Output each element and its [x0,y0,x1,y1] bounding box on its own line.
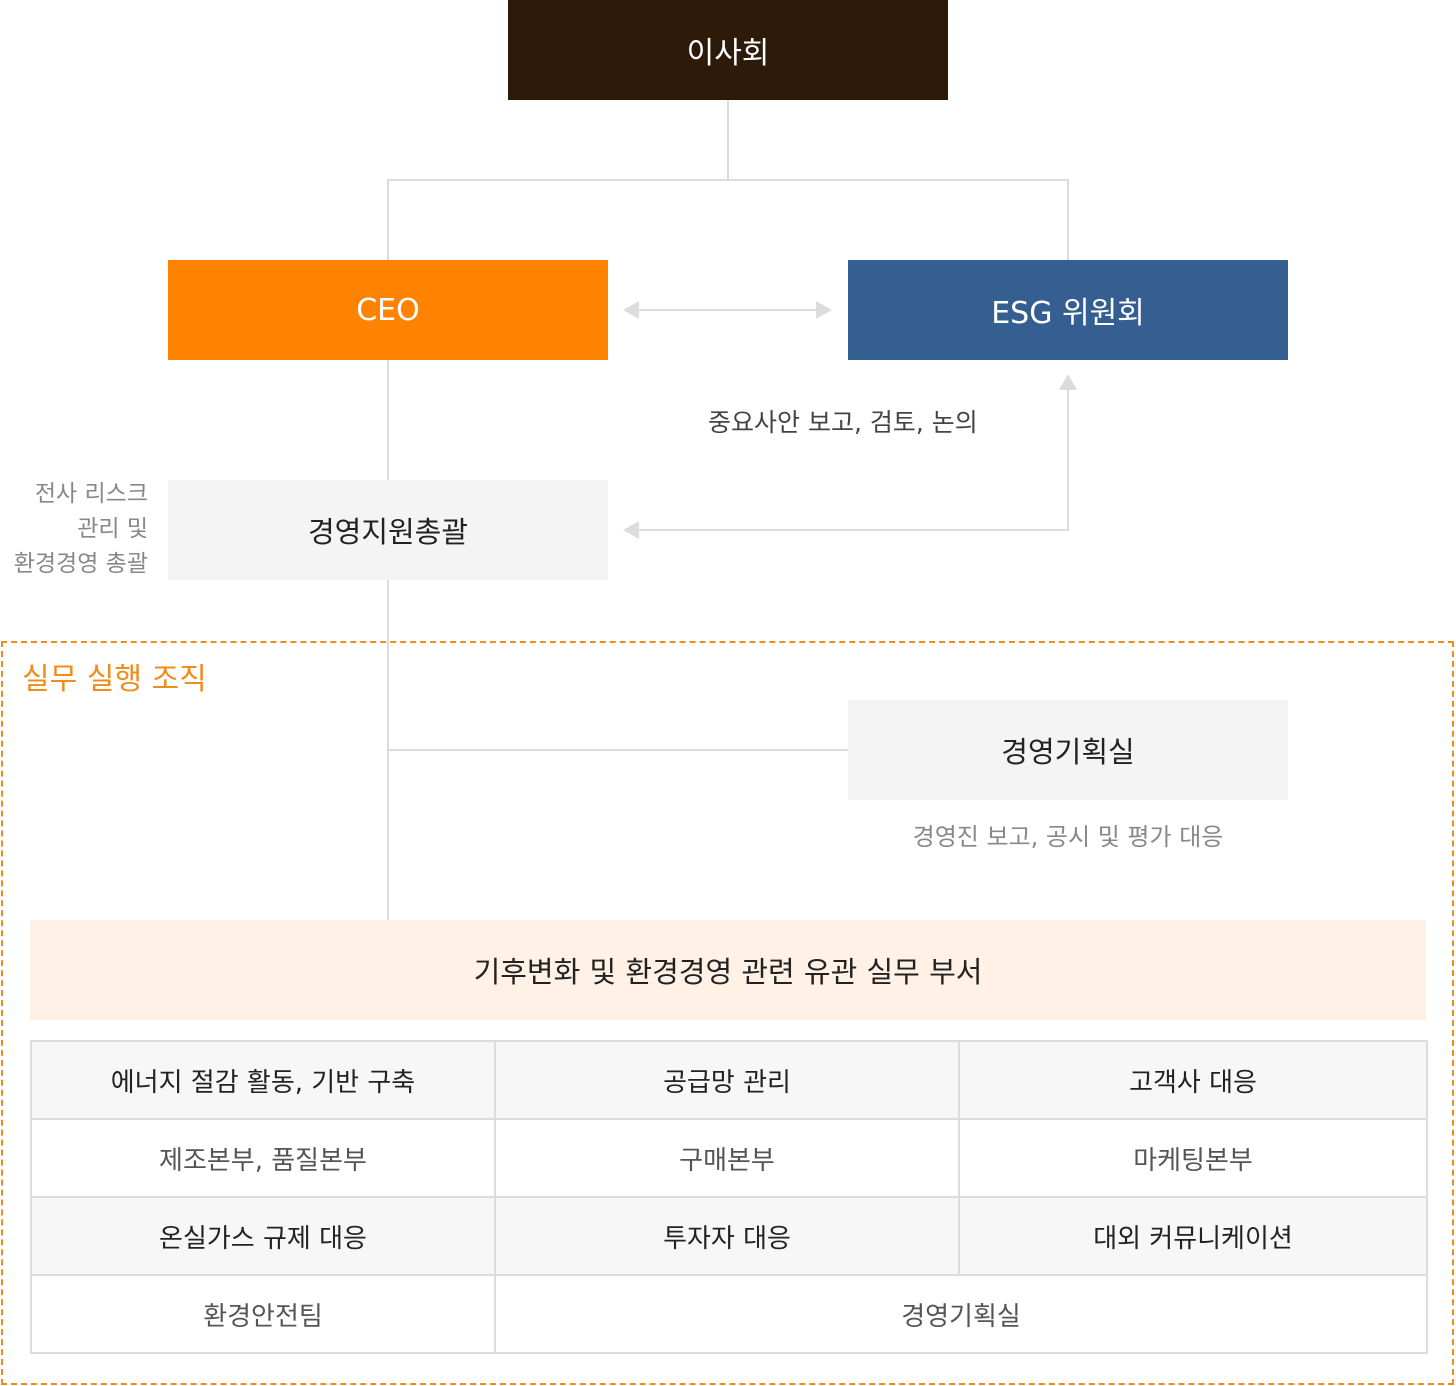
departments-table: 에너지 절감 활동, 기반 구축 공급망 관리 고객사 대응 제조본부, 품질본… [30,1040,1428,1354]
table-cell: 구매본부 [494,1118,960,1198]
esg-committee-box: ESG 위원회 [848,260,1288,360]
arrow-left-icon [623,301,639,319]
note-line: 환경경영 총괄 [13,551,148,577]
arrow-right-icon [816,301,832,319]
mgmt-support-note: 전사 리스크 관리 및 환경경영 총괄 [0,477,148,582]
table-cell: 공급망 관리 [494,1040,960,1120]
planning-office-box: 경영기획실 [848,700,1288,800]
board-branch-connector [387,179,1069,181]
table-cell: 마케팅본부 [958,1118,1428,1198]
management-support-box: 경영지원총괄 [168,480,608,580]
table-cell: 대외 커뮤니케이션 [958,1196,1428,1276]
trunk-to-planning-connector [387,749,848,751]
table-cell: 고객사 대응 [958,1040,1428,1120]
board-down-connector [727,100,729,180]
table-row: 온실가스 규제 대응 투자자 대응 대외 커뮤니케이션 [30,1196,1428,1276]
planning-office-label: 경영기획실 [1001,735,1135,769]
esg-label: ESG 위원회 [991,296,1145,331]
ceo-label: CEO [356,292,420,328]
departments-header-label: 기후변화 및 환경경영 관련 유관 실무 부서 [473,955,983,989]
mgmt-support-label: 경영지원총괄 [307,515,469,549]
table-row: 제조본부, 품질본부 구매본부 마케팅본부 [30,1118,1428,1198]
branch-to-ceo-connector [387,179,389,260]
ceo-box: CEO [168,260,608,360]
execution-org-title: 실무 실행 조직 [22,662,207,697]
board-label: 이사회 [686,36,770,71]
report-vertical-line [1067,388,1069,531]
branch-to-esg-connector [1067,179,1069,260]
table-cell: 투자자 대응 [494,1196,960,1276]
table-cell: 에너지 절감 활동, 기반 구축 [30,1040,496,1120]
ceo-esg-arrow-line [638,309,818,311]
arrow-left-icon [623,521,639,539]
note-line: 전사 리스크 [34,481,148,507]
departments-header: 기후변화 및 환경경영 관련 유관 실무 부서 [30,920,1426,1020]
table-row: 환경안전팀 경영기획실 [30,1274,1428,1354]
board-of-directors-box: 이사회 [508,0,948,100]
note-line: 관리 및 [77,516,148,542]
arrow-up-icon [1059,374,1077,390]
table-cell: 환경안전팀 [30,1274,496,1354]
ceo-to-mgmt-connector [387,360,389,480]
table-row: 에너지 절감 활동, 기반 구축 공급망 관리 고객사 대응 [30,1040,1428,1120]
table-cell: 경영기획실 [494,1274,1428,1354]
table-cell: 제조본부, 품질본부 [30,1118,496,1198]
planning-office-caption: 경영진 보고, 공시 및 평가 대응 [912,823,1224,851]
table-cell: 온실가스 규제 대응 [30,1196,496,1276]
execution-org-border [1,641,1454,1385]
report-horizontal-line [638,529,1069,531]
report-caption: 중요사안 보고, 검토, 논의 [708,408,978,437]
